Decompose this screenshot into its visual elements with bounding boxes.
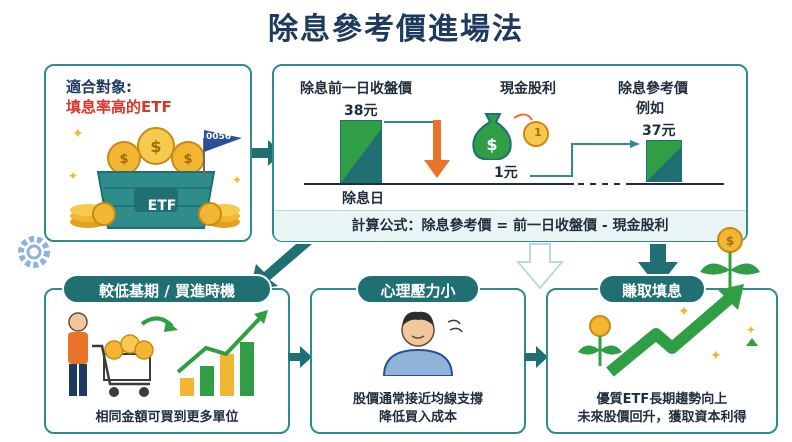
step-panel-recovery	[546, 288, 778, 434]
step-tag-timing: 較低基期 / 買進時機	[62, 274, 272, 304]
target-label: 適合對象:	[66, 78, 132, 96]
ref-price-value: 37元	[642, 123, 676, 139]
etf-flag-label: 0056	[206, 132, 232, 142]
step-caption-recovery-2: 未來股價回升，獲取資本利得	[577, 410, 747, 425]
timeline-baseline	[304, 183, 724, 185]
shopping-cart-illustration	[68, 310, 268, 397]
ref-price-example-label: 例如	[636, 101, 664, 117]
price-connector	[384, 121, 440, 123]
svg-text:$: $	[119, 152, 128, 167]
dividend-value: 1元	[494, 165, 518, 181]
page-title: 除息參考價進場法	[268, 12, 524, 47]
growth-plant-illustration: $ ✦ ✦ ✦	[578, 227, 760, 377]
step-caption-psychology-1: 股價通常接近均線支撐	[352, 392, 483, 407]
step-caption-recovery-1: 優質ETF長期趨勢向上	[596, 392, 728, 407]
etf-basket-label: ETF	[147, 198, 177, 214]
calm-investor-illustration	[382, 311, 463, 376]
svg-text:$: $	[183, 152, 192, 167]
svg-text:✦: ✦	[710, 348, 722, 364]
money-bag-icon: $	[472, 113, 549, 160]
dividend-label: 現金股利	[500, 81, 556, 97]
etf-basket-illustration: $ $ $ ✦ ✦ ✦	[68, 126, 242, 229]
svg-text:✦: ✦	[232, 173, 242, 187]
target-audience-panel: 適合對象: 填息率高的ETF $ $ $ ✦ ✦ ✦ ETF 0056	[44, 64, 252, 242]
prev-close-bar	[340, 120, 382, 184]
target-highlight: 填息率高的ETF	[66, 98, 172, 116]
svg-text:$: $	[726, 234, 734, 248]
svg-text:✦: ✦	[746, 323, 756, 337]
ref-price-label: 除息參考價	[618, 81, 688, 97]
ref-price-bar	[646, 140, 682, 182]
gear-icon	[18, 236, 50, 268]
svg-text:$: $	[150, 137, 161, 156]
dividend-coin-label: 1	[534, 126, 542, 139]
svg-text:$: $	[486, 135, 497, 154]
step-tag-psychology: 心理壓力小	[356, 274, 480, 304]
arrow-right-icon-3	[524, 346, 548, 368]
dividend-connector	[530, 140, 640, 177]
svg-text:✦: ✦	[678, 304, 690, 320]
process-panel: 除息前一日收盤價 38元 除息日 現金股利 $ 1 1元 除息參考價 例如 37…	[272, 64, 748, 242]
prev-close-value: 38元	[344, 103, 378, 119]
arrow-right-icon-2	[288, 346, 312, 368]
step-tag-recovery: 賺取填息	[598, 274, 706, 304]
ex-date-label: 除息日	[342, 191, 384, 207]
step-caption-timing: 相同金額可買到更多單位	[95, 410, 239, 425]
svg-text:✦: ✦	[72, 126, 84, 142]
formula-bar: 計算公式：除息參考價 = 前一日收盤價 - 現金股利	[274, 210, 746, 241]
prev-close-label: 除息前一日收盤價	[300, 81, 412, 97]
step-caption-psychology-2: 降低買入成本	[378, 410, 457, 425]
down-arrow-icon	[424, 120, 450, 178]
svg-text:✦: ✦	[68, 169, 78, 183]
